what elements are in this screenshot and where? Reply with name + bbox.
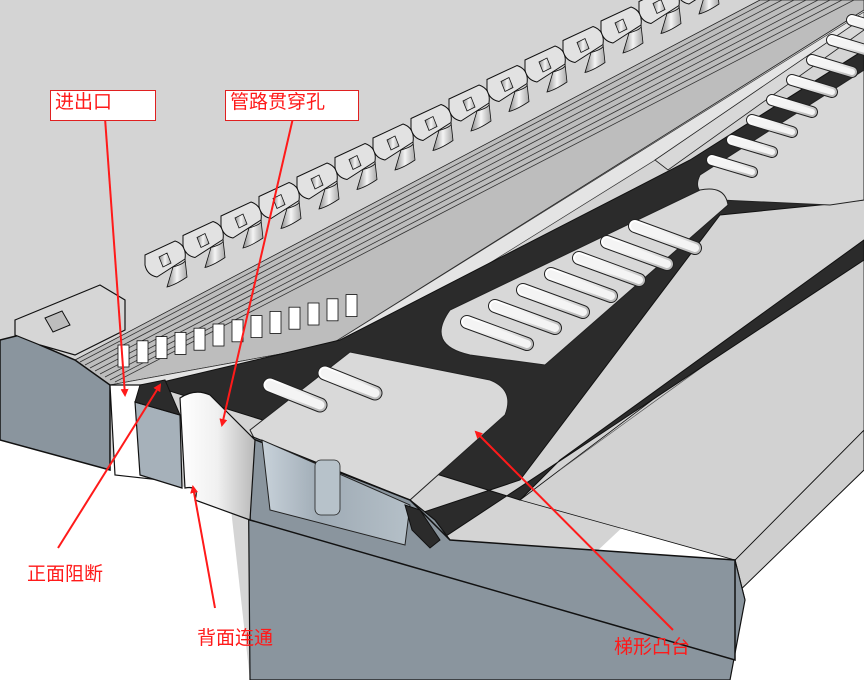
callout-inlet-line	[104, 117, 129, 397]
tab	[524, 45, 568, 93]
square-hole	[500, 76, 514, 93]
fin-end	[193, 327, 206, 351]
label-trapezoid-boss: 梯形凸台	[614, 636, 691, 658]
cavity-pillar	[314, 459, 341, 516]
callout-back-line	[190, 485, 216, 609]
tab	[562, 25, 606, 74]
tab	[372, 123, 416, 171]
callout-lines	[57, 117, 674, 631]
square-hole	[462, 96, 476, 112]
tab	[220, 201, 264, 249]
square-hole	[652, 0, 666, 15]
callout-pipe-line	[219, 117, 294, 427]
fin-end-row	[117, 294, 358, 368]
square-hole	[614, 18, 628, 34]
square-hole	[538, 57, 552, 73]
fin-end	[174, 331, 187, 355]
tab	[600, 6, 644, 54]
square-hole	[272, 193, 286, 210]
fin-end	[326, 298, 339, 322]
square-hole	[424, 115, 438, 132]
fin-end	[250, 315, 263, 339]
inlet-square-hole	[44, 310, 71, 333]
square-hole	[196, 232, 210, 249]
tab	[182, 220, 226, 269]
callout-boss-line	[474, 430, 674, 631]
tab-row	[144, 0, 720, 288]
fin-end	[345, 294, 358, 318]
label-inlet-outlet: 进出口	[50, 90, 156, 121]
tab	[296, 162, 340, 210]
channel-box-top	[134, 379, 181, 416]
label-pipe-through-hole: 管路贯穿孔	[225, 90, 359, 121]
fin-end	[136, 340, 149, 364]
tab	[486, 64, 530, 113]
square-hole	[386, 135, 400, 151]
square-hole	[576, 37, 590, 54]
tab	[448, 84, 492, 132]
label-back-connected: 背面连通	[197, 627, 274, 649]
fin-end	[288, 306, 301, 330]
tab	[680, 0, 720, 15]
fin-end	[212, 323, 225, 347]
square-hole	[310, 174, 324, 190]
square-hole	[348, 154, 362, 171]
tab	[258, 181, 302, 230]
square-hole	[158, 252, 172, 268]
slot-group	[262, 14, 864, 413]
label-front-blocked: 正面阻断	[27, 563, 104, 585]
fin-end	[155, 336, 168, 360]
callout-front-line	[57, 383, 162, 549]
gasket-section	[404, 504, 441, 549]
square-hole	[234, 213, 248, 229]
tab	[334, 142, 378, 191]
tab	[144, 240, 188, 288]
fin-end	[269, 310, 282, 334]
tab	[638, 0, 682, 35]
fin-lines	[79, 0, 855, 383]
fin-end	[307, 302, 320, 326]
left-block-top	[14, 284, 126, 356]
background-white-right	[720, 470, 864, 680]
tab	[410, 103, 454, 152]
background-white	[0, 430, 250, 680]
